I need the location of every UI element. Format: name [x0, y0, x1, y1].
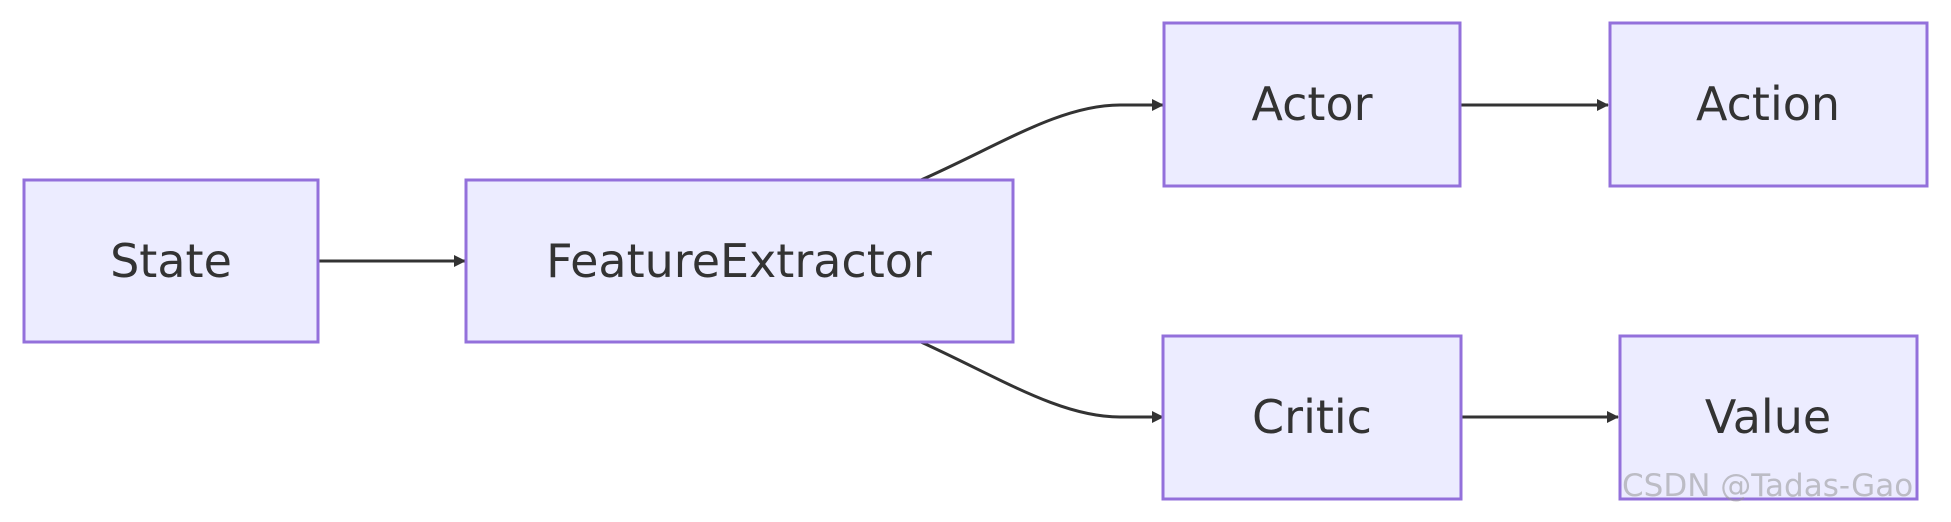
edge-featureextractor-to-actor — [920, 99, 1164, 182]
watermark: CSDN @Tadas-Gao — [1622, 468, 1914, 504]
node-state-label: State — [110, 234, 232, 288]
node-critic: Critic — [1161, 334, 1463, 501]
node-action: Action — [1608, 21, 1929, 188]
node-state: State — [22, 178, 320, 344]
node-actor: Actor — [1162, 21, 1462, 188]
node-actor-label: Actor — [1251, 77, 1372, 131]
node-action-label: Action — [1696, 77, 1840, 131]
node-value-label: Value — [1705, 390, 1831, 444]
node-featureextractor: FeatureExtractor — [464, 178, 1015, 344]
node-critic-label: Critic — [1252, 390, 1372, 444]
edge-featureextractor-to-critic — [920, 340, 1164, 423]
node-value: Value — [1618, 334, 1919, 501]
node-featureextractor-label: FeatureExtractor — [546, 234, 932, 288]
